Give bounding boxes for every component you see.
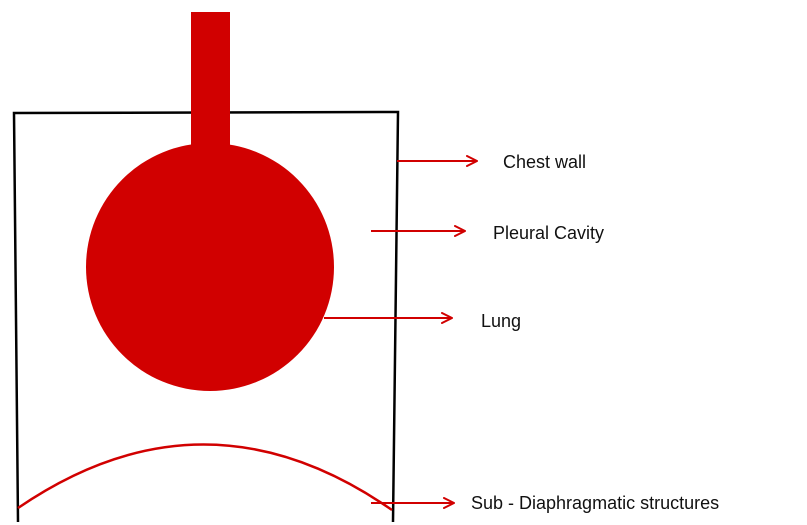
lung-shape <box>86 143 334 391</box>
sub-diaphragmatic-label: Sub - Diaphragmatic structures <box>471 494 719 512</box>
lung-label: Lung <box>481 312 521 330</box>
pleural-cavity-label: Pleural Cavity <box>493 224 604 242</box>
trachea <box>191 12 230 157</box>
chest-wall-label: Chest wall <box>503 153 586 171</box>
diaphragm-curve <box>18 444 392 510</box>
